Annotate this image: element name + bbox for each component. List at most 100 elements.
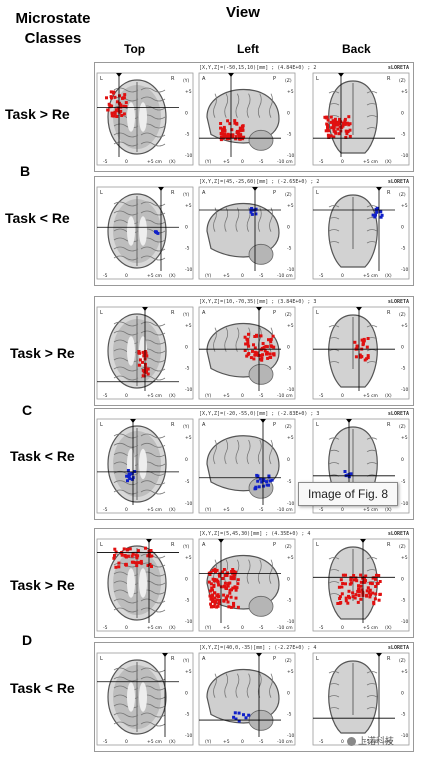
tick-label: +5 cm [147, 739, 162, 745]
activation-voxel [211, 588, 214, 592]
activation-voxel [324, 129, 328, 133]
activation-voxel [360, 588, 364, 592]
tick-label: (X) [385, 625, 392, 631]
activation-voxel [106, 108, 110, 112]
activation-voxel [261, 342, 265, 345]
row-label-b-task-lt-re: Task < Re [5, 210, 70, 226]
tick-label: 0 [341, 739, 344, 745]
activation-voxel [359, 573, 363, 577]
activation-voxel [236, 605, 240, 609]
activation-voxel [269, 344, 273, 348]
activation-voxel [260, 356, 264, 360]
gyrus-line [224, 93, 229, 118]
gyrus-line [328, 695, 340, 698]
crosshair-marker-icon [116, 73, 122, 77]
axis-label: (Z) [285, 424, 292, 430]
tick-label: -5 [185, 246, 190, 252]
tick-label: -10 [401, 619, 408, 625]
activation-voxel [115, 100, 119, 104]
axis-label: (Z) [399, 424, 406, 430]
gyrus-line [140, 480, 166, 486]
activation-voxel [229, 605, 233, 609]
gyrus-line [140, 676, 166, 682]
coordinate-info-bar: [X,Y,Z]=(-20,-55,0)[mm] ; (-2.83E+0) ; 3… [95, 409, 413, 419]
tick-label: (Y) [205, 273, 212, 279]
gyrus-line [140, 607, 166, 613]
activation-voxel [249, 210, 253, 214]
tick-label: (Y) [205, 625, 212, 631]
activation-voxel [332, 128, 336, 132]
orientation-label: P [273, 190, 276, 196]
gyrus-line [328, 707, 340, 710]
gyrus-line [113, 685, 139, 691]
tick-label: (Y) [205, 393, 212, 399]
tick-label: -10 [401, 387, 408, 393]
cerebellum [248, 363, 274, 385]
activation-voxel [338, 117, 342, 121]
row-label-d-task-lt-re: Task < Re [10, 680, 75, 696]
axis-label: (Z) [399, 78, 406, 84]
activation-voxel [346, 130, 350, 133]
tick-label: +5 [185, 89, 192, 95]
activation-voxel [359, 597, 363, 601]
gyrus-line [328, 217, 340, 220]
gyrus-line [366, 683, 378, 686]
activation-voxel [213, 596, 217, 600]
gyrus-line [366, 671, 378, 674]
activation-voxel [366, 354, 370, 358]
group-letter-b: B [20, 163, 31, 179]
gyrus-line [328, 569, 340, 572]
activation-voxel [211, 569, 215, 572]
activation-voxel [122, 104, 126, 108]
activation-voxel [251, 349, 254, 353]
tick-label: +5 cm [363, 507, 378, 513]
gyrus-line [269, 207, 273, 232]
activation-voxel [145, 354, 149, 358]
activation-voxel [338, 597, 342, 600]
tick-label: +5 cm [147, 159, 162, 165]
activation-voxel [348, 582, 352, 586]
gyrus-line [328, 683, 340, 686]
activation-voxel [210, 593, 214, 597]
tick-label: +5 cm [147, 273, 162, 279]
crosshair-marker-icon [256, 307, 262, 311]
tick-label: -5 [287, 246, 292, 252]
gyrus-line [366, 103, 378, 106]
activation-voxel [356, 600, 360, 604]
activation-voxel [265, 480, 269, 484]
activation-voxel [343, 117, 347, 121]
activation-voxel [335, 121, 339, 125]
gyrus-line [366, 205, 378, 208]
activation-voxel [253, 353, 257, 357]
activation-voxel [373, 215, 377, 219]
tick-label: 0 [241, 393, 244, 399]
gyrus-line [113, 366, 139, 372]
row-label-c-task-lt-re: Task < Re [10, 448, 75, 464]
ventricle [139, 216, 147, 246]
tick-label: 0 [185, 457, 188, 463]
tick-label: -5 [103, 159, 108, 165]
tick-label: 0 [287, 457, 290, 463]
activation-voxel [338, 125, 342, 129]
ventricle [139, 568, 147, 598]
activation-voxel [216, 604, 220, 608]
gyrus-line [224, 439, 229, 465]
tick-label: +5 [287, 669, 294, 675]
orientation-label: P [273, 422, 276, 428]
tick-label: +5 [223, 159, 230, 165]
activation-voxel [379, 210, 383, 214]
activation-voxel [109, 90, 113, 94]
activation-voxel [237, 719, 241, 723]
activation-voxel [234, 717, 238, 721]
back-view-header: Back [342, 42, 371, 56]
activation-voxel [336, 123, 340, 126]
activation-voxel [209, 571, 213, 574]
tick-label: +5 cm [363, 159, 378, 165]
tick-label: 0 [401, 344, 404, 350]
activation-voxel [221, 129, 225, 133]
activation-voxel [241, 125, 245, 129]
activation-voxel [345, 121, 349, 125]
